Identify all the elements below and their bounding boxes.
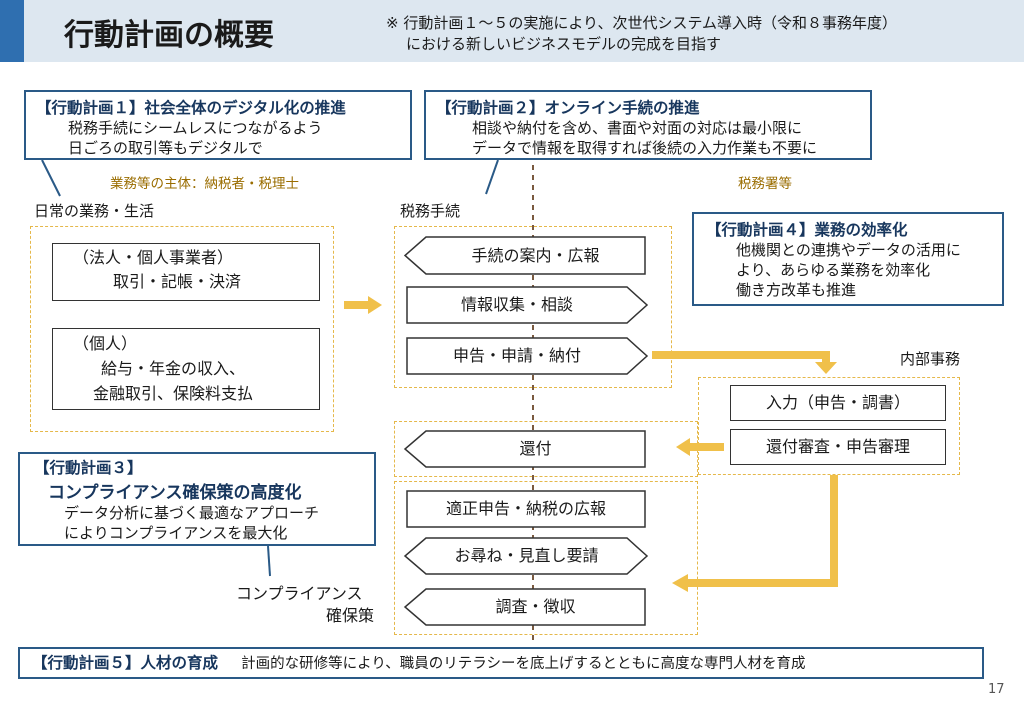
label-daily: 日常の業務・生活 <box>34 202 155 220</box>
plan4-line2: より、あらゆる業務を効率化 <box>736 261 931 279</box>
shape-inquiry <box>403 537 649 575</box>
individual-body2: 金融取引、保険料支払 <box>93 384 254 403</box>
plan2-line1: 相談や納付を含め、書面や対面の対応は最小限に <box>472 119 803 137</box>
page-number: 17 <box>988 682 1005 697</box>
connector-plan2 <box>485 159 499 195</box>
proc-filing: 申告・申請・納付 <box>452 346 581 365</box>
plan4-line3: 働き方改革も推進 <box>736 281 857 299</box>
plan2-heading: 【行動計画２】オンライン手続の推進 <box>436 99 700 117</box>
internal-review-box: 還付審査・申告審理 <box>730 429 946 465</box>
label-actors-left: 業務等の主体：納税者・税理士 <box>110 176 299 192</box>
header-note-line2: における新しいビジネスモデルの完成を目指す <box>406 35 722 53</box>
plan1-box: 【行動計画１】社会全体のデジタル化の推進 税務手続にシームレスにつながるよう 日… <box>24 90 412 160</box>
label-compliance-2: 確保策 <box>326 606 375 625</box>
label-tax-proc: 税務手続 <box>400 202 461 220</box>
plan1-line2: 日ごろの取引等もデジタルで <box>68 139 263 157</box>
title-accent <box>0 0 24 62</box>
corp-body: 取引・記帳・決済 <box>113 272 242 291</box>
plan1-heading: 【行動計画１】社会全体のデジタル化の推進 <box>36 99 346 117</box>
plan2-box: 【行動計画２】オンライン手続の推進 相談や納付を含め、書面や対面の対応は最小限に… <box>424 90 872 160</box>
shape-guide <box>403 236 646 275</box>
label-compliance-1: コンプライアンス <box>236 584 363 603</box>
plan4-line1: 他機関との連携やデータの活用に <box>736 241 961 259</box>
connector-plan1 <box>41 159 61 197</box>
proc-pr: 適正申告・納税の広報 <box>445 499 606 518</box>
proc-inquiry: お尋ね・見直し要請 <box>454 546 599 565</box>
corp-heading: （法人・個人事業者） <box>73 248 234 267</box>
header-note: ※ 行動計画１～５の実施により、次世代システム導入時（令和８事務年度） における… <box>386 13 897 55</box>
plan3-heading2: コンプライアンス確保策の高度化 <box>48 483 302 503</box>
plan4-heading: 【行動計画４】業務の効率化 <box>706 221 908 239</box>
internal-input-box: 入力（申告・調書） <box>730 385 946 421</box>
flow-arrows <box>344 296 838 592</box>
plan3-heading1: 【行動計画３】 <box>34 459 143 477</box>
shape-info <box>406 286 649 324</box>
plan3-line2: によりコンプライアンスを最大化 <box>64 524 288 542</box>
title-bar <box>0 0 1024 62</box>
proc-guide: 手続の案内・広報 <box>471 246 600 265</box>
internal-area <box>698 377 960 475</box>
label-actors-right: 税務署等 <box>738 176 792 192</box>
connector-plan3 <box>267 545 271 577</box>
corp-box: （法人・個人事業者） 取引・記帳・決済 <box>52 243 320 301</box>
daily-area <box>30 226 334 432</box>
shape-refund <box>403 430 646 468</box>
shape-pr <box>406 490 646 528</box>
individual-heading: （個人） <box>73 334 138 353</box>
shape-audit <box>403 588 646 626</box>
plan5-box: 【行動計画５】人材の育成 計画的な研修等により、職員のリテラシーを底上げするとと… <box>18 647 984 679</box>
compliance-area <box>394 481 698 635</box>
label-internal: 内部事務 <box>900 350 961 368</box>
individual-box: （個人） 給与・年金の収入、 金融取引、保険料支払 <box>52 328 320 410</box>
plan5-text: 計画的な研修等により、職員のリテラシーを底上げするとともに高度な専門人材を育成 <box>241 656 806 672</box>
plan2-line2: データで情報を取得すれば後続の入力作業も不要に <box>472 139 818 157</box>
proc-refund: 還付 <box>519 439 552 458</box>
header-note-line1: ※ 行動計画１～５の実施により、次世代システム導入時（令和８事務年度） <box>386 14 897 32</box>
plan5-heading: 【行動計画５】人材の育成 <box>32 654 219 672</box>
plan3-box: 【行動計画３】 コンプライアンス確保策の高度化 データ分析に基づく最適なアプロー… <box>18 452 376 546</box>
proc-audit: 調査・徴収 <box>495 597 576 616</box>
individual-body1: 給与・年金の収入、 <box>101 359 246 378</box>
proc-info: 情報収集・相談 <box>460 295 573 314</box>
plan4-box: 【行動計画４】業務の効率化 他機関との連携やデータの活用に より、あらゆる業務を… <box>692 212 1004 306</box>
shape-filing <box>406 337 649 375</box>
plan1-line1: 税務手続にシームレスにつながるよう <box>68 119 323 137</box>
plan3-line1: データ分析に基づく最適なアプローチ <box>64 504 320 522</box>
page-title: 行動計画の概要 <box>64 18 274 53</box>
